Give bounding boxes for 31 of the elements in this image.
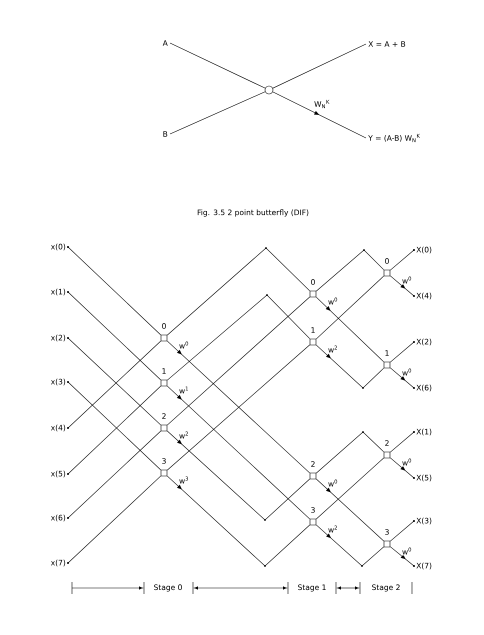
signal-line xyxy=(390,546,414,566)
butterfly-node xyxy=(264,86,274,94)
signal-line xyxy=(390,368,414,388)
signal-line xyxy=(272,92,366,138)
signal-line xyxy=(316,276,384,340)
signal-line xyxy=(316,250,384,292)
signal-line xyxy=(390,432,414,452)
signal-line xyxy=(272,44,366,88)
signal-line xyxy=(316,432,384,474)
signal-line xyxy=(316,296,384,362)
signal-line xyxy=(167,386,310,520)
signal-line xyxy=(390,458,414,478)
signal-line xyxy=(167,294,310,380)
signal-line xyxy=(390,276,414,296)
signal-line xyxy=(167,430,310,520)
signal-line xyxy=(167,296,310,426)
signal-line xyxy=(170,42,266,88)
signal-line xyxy=(390,342,414,362)
signal-line xyxy=(68,292,161,380)
signal-line xyxy=(68,246,161,336)
signal-line xyxy=(68,430,161,518)
signal-line xyxy=(390,520,414,542)
signal-line xyxy=(316,524,384,566)
signal-line xyxy=(316,344,384,388)
signal-line xyxy=(316,478,384,542)
signal-line xyxy=(68,476,161,564)
signal-line xyxy=(390,250,414,270)
signal-line xyxy=(316,458,384,520)
signal-line xyxy=(170,91,266,134)
signal-line xyxy=(167,476,310,566)
signal-line xyxy=(167,248,310,336)
